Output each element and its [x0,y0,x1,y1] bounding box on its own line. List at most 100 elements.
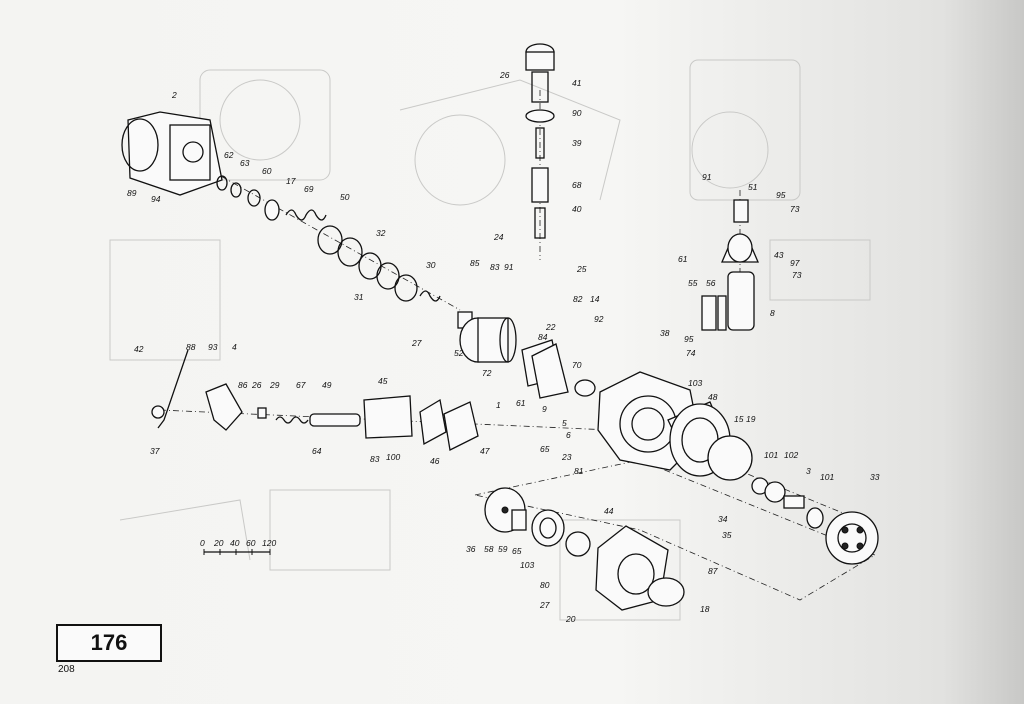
part-label: 95 [776,190,786,200]
part-label: 19 [746,414,756,424]
part-label: 60 [262,166,272,176]
part-label: 86 [238,380,248,390]
part-label: 83 [490,262,500,272]
part-label: 1 [496,400,501,410]
part-label: 32 [376,228,386,238]
part-label: 93 [208,342,218,352]
part-label: 31 [354,292,364,302]
part-label: 94 [151,194,161,204]
scale-tick-label: 0 [200,538,205,548]
part-label: 25 [576,264,587,274]
part-label: 67 [296,380,306,390]
part-label: 72 [482,368,492,378]
part-label: 65 [540,444,550,454]
part-label: 83 [370,454,380,464]
part-label: 73 [790,204,800,214]
part-label: 59 [498,544,508,554]
part-label: 18 [700,604,710,614]
part-label: 38 [660,328,670,338]
scale-tick-label: 20 [213,538,224,548]
part-label: 51 [748,182,758,192]
central-clutch-parts [459,317,596,399]
part-label: 55 [688,278,698,288]
part-label: 85 [470,258,480,268]
lower-bearing-group [484,487,685,611]
part-label: 101 [764,450,778,460]
main-gearbox-housing [597,371,879,565]
part-label: 91 [504,262,514,272]
part-label: 80 [540,580,550,590]
part-label: 103 [520,560,534,570]
part-label: 27 [539,600,550,610]
part-label: 91 [702,172,712,182]
part-label: 44 [604,506,614,516]
scale-tick-label: 120 [262,538,276,548]
part-label: 41 [572,78,582,88]
figure-number-box: 176 [56,624,162,662]
housing-cover-part-2 [121,111,223,196]
part-callouts: 2 89 94 62 63 60 17 69 50 32 31 30 26 41… [127,70,880,624]
part-label: 63 [240,158,250,168]
ghost-background-drawing [109,59,871,621]
part-label: 61 [516,398,526,408]
part-label: 43 [774,250,784,260]
scale-tick-label: 60 [246,538,256,548]
part-label: 15 [734,414,744,424]
part-label: 81 [574,466,584,476]
part-label: 56 [706,278,716,288]
right-upper-parts [701,199,759,331]
part-label: 90 [572,108,582,118]
part-label: 50 [340,192,350,202]
part-label: 40 [572,204,582,214]
part-label: 61 [678,254,688,264]
part-label: 4 [232,342,237,352]
part-label: 23 [561,452,572,462]
part-label: 47 [480,446,490,456]
control-lever-parts [151,349,479,451]
part-label: 100 [386,452,400,462]
part-label: 29 [269,380,280,390]
part-label: 37 [150,446,160,456]
part-label: 102 [784,450,798,460]
part-label: 46 [430,456,440,466]
part-label: 49 [322,380,332,390]
part-label: 101 [820,472,834,482]
part-label: 35 [722,530,732,540]
part-label: 2 [171,90,177,100]
part-label: 84 [538,332,548,342]
part-label: 70 [572,360,582,370]
part-label: 8 [770,308,775,318]
part-label: 48 [708,392,718,402]
scale-bar: 0 20 40 60 120 [200,538,276,555]
page-number: 208 [58,664,75,675]
part-label: 42 [134,344,144,354]
part-label: 26 [499,70,510,80]
part-label: 5 [562,418,567,428]
scale-tick-label: 40 [230,538,240,548]
part-label: 64 [312,446,322,456]
part-label: 24 [493,232,504,242]
part-label: 82 [573,294,583,304]
part-label: 65 [512,546,522,556]
part-label: 26 [251,380,262,390]
part-label: 20 [565,614,576,624]
part-label: 92 [594,314,604,324]
part-label: 9 [542,404,547,414]
part-label: 39 [572,138,582,148]
part-label: 14 [590,294,600,304]
part-label: 103 [688,378,702,388]
part-label: 36 [466,544,476,554]
part-label: 34 [718,514,728,524]
part-label: 89 [127,188,137,198]
part-label: 45 [378,376,388,386]
part-label: 6 [566,430,571,440]
part-label: 33 [870,472,880,482]
part-label: 88 [186,342,196,352]
part-label: 62 [224,150,234,160]
vertical-stack-parts [525,43,555,239]
part-label: 27 [411,338,422,348]
part-label: 97 [790,258,800,268]
part-label: 22 [545,322,556,332]
